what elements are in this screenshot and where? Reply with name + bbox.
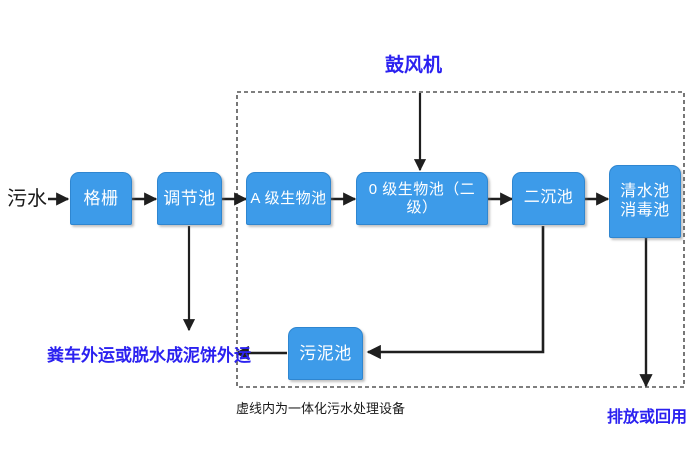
arrow-secondary-settling-to-sludge-tank (366, 226, 545, 360)
node-regulating-tank-label: 调节池 (163, 188, 216, 208)
node-grating[interactable]: 格栅 (70, 172, 132, 225)
node-regulating-tank[interactable]: 调节池 (157, 172, 222, 225)
node-clear-water-tank[interactable]: 清水池 消毒池 (609, 165, 681, 238)
sludge-disposal-label: 粪车外运或脱水成泥饼外运 (47, 346, 251, 365)
node-secondary-settling-tank-label: 二沉池 (523, 189, 574, 207)
node-grating-label: 格栅 (83, 188, 119, 208)
node-sludge-tank[interactable]: 污泥池 (288, 327, 363, 380)
node-sludge-tank-label: 污泥池 (299, 343, 352, 363)
node-o-grade-bio-tank-label: 0 级生物池（二级） (368, 181, 476, 216)
inlet-label: 污水 (7, 188, 47, 210)
blower-label: 鼓风机 (385, 55, 443, 76)
node-clear-water-tank-label: 清水池 消毒池 (620, 183, 670, 219)
dashed-boundary-caption: 虚线内为一体化污水处理设备 (236, 401, 406, 416)
node-a-grade-bio-tank-label: A 级生物池 (250, 189, 327, 207)
node-o-grade-bio-tank[interactable]: 0 级生物池（二级） (356, 172, 488, 225)
node-a-grade-bio-tank[interactable]: A 级生物池 (246, 172, 331, 225)
discharge-label: 排放或回用 (607, 409, 688, 426)
node-secondary-settling-tank[interactable]: 二沉池 (512, 172, 585, 225)
